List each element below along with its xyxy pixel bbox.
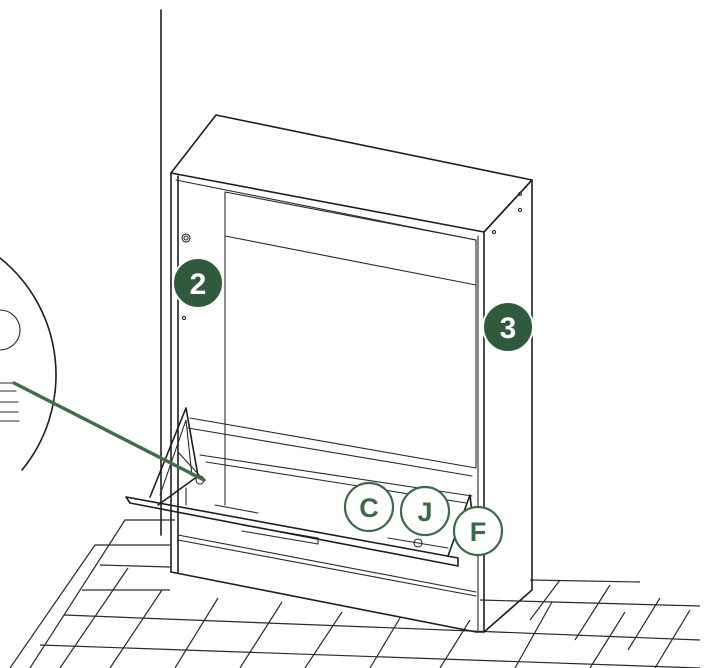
leader-line [12, 381, 206, 482]
step-badge-3: 3 [482, 301, 534, 353]
floor-tiles [9, 519, 701, 668]
part-label-f: F [452, 505, 504, 557]
step-badge-2: 2 [172, 257, 224, 309]
part-label-j-text: J [417, 497, 432, 527]
part-label-f-text: F [470, 517, 487, 547]
detail-callout-circle [0, 257, 57, 471]
step-badge-2-label: 2 [190, 268, 207, 301]
cabinet-line-art [125, 114, 533, 633]
step-badge-3-label: 3 [500, 312, 517, 345]
part-label-j: J [399, 485, 451, 537]
part-label-c: C [343, 481, 395, 533]
part-label-c-text: C [359, 493, 379, 523]
